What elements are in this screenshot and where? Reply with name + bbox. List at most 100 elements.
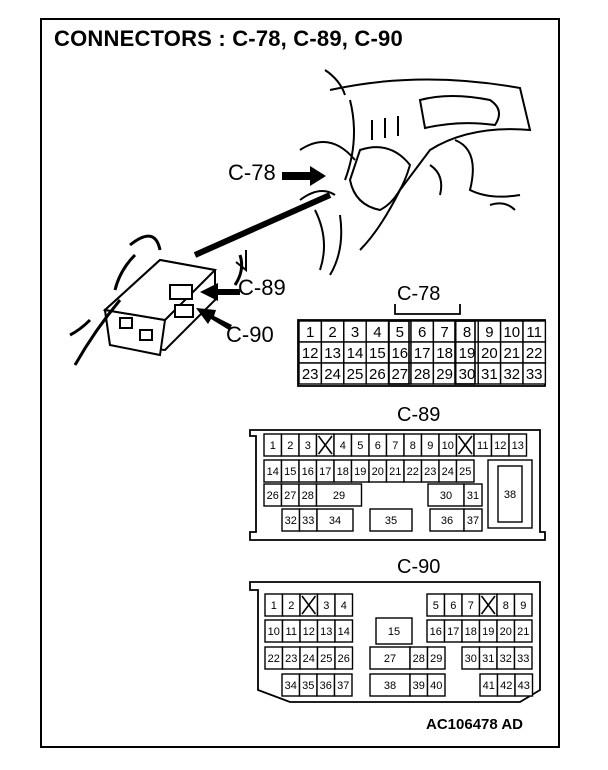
pin-cell	[315, 483, 363, 507]
pin-cell	[334, 646, 354, 670]
pin-number: 31	[482, 653, 494, 665]
pin-1: 1	[263, 433, 283, 457]
pin-number: 16	[430, 626, 442, 638]
pin-number: 10	[268, 626, 280, 638]
pin-34: 34	[316, 508, 354, 532]
pin-number: 4	[340, 440, 346, 452]
pin-23: 23	[420, 459, 440, 483]
callout-arrows	[196, 166, 326, 330]
pin-29: 29	[432, 362, 457, 385]
leader-line	[193, 192, 332, 258]
pin-14: 14	[334, 619, 354, 643]
pin-number: 13	[512, 440, 524, 452]
pin-2: 2	[320, 320, 345, 343]
pin-number: 12	[302, 345, 319, 362]
pin-15: 15	[375, 617, 413, 645]
pin-number: 1	[270, 440, 276, 452]
pin-33: 33	[522, 362, 547, 385]
pin-cell	[487, 459, 533, 529]
pin-number: 19	[482, 626, 494, 638]
pin-number: 2	[288, 600, 294, 612]
pin-number: 17	[319, 466, 331, 478]
pin-number: 21	[503, 345, 520, 362]
pin-number: 18	[465, 626, 477, 638]
pin-37: 37	[333, 673, 353, 697]
pin-10: 10	[264, 619, 284, 643]
pin-12: 12	[299, 619, 319, 643]
pin-number: 27	[284, 490, 296, 502]
pin-29: 29	[426, 646, 446, 670]
callout-c78: C-78	[228, 160, 276, 185]
pin-7: 7	[385, 433, 405, 457]
pin-number: 1	[306, 324, 314, 341]
pin-cell	[514, 673, 534, 697]
pin-22: 22	[522, 341, 547, 364]
pin-number: 19	[354, 466, 366, 478]
pin-28: 28	[298, 483, 318, 507]
pin-6: 6	[368, 433, 388, 457]
pin-30: 30	[427, 483, 465, 507]
callout-c90: C-90	[226, 322, 274, 347]
c89-label: C-89	[397, 404, 441, 426]
pin-21: 21	[513, 619, 533, 643]
pin-number: 30	[459, 366, 476, 383]
pin-25: 25	[455, 459, 475, 483]
pin-number: 8	[503, 600, 509, 612]
pin-number: 2	[287, 440, 293, 452]
pin-number: 9	[485, 324, 493, 341]
pin-4: 4	[333, 433, 353, 457]
pin-number: 9	[520, 600, 526, 612]
pin-28: 28	[410, 362, 435, 385]
pin-31: 31	[478, 646, 498, 670]
pin-18: 18	[461, 619, 481, 643]
pin-number: 32	[500, 653, 512, 665]
pin-24: 24	[299, 646, 319, 670]
pin-25: 25	[343, 362, 367, 385]
pin-cell	[513, 593, 533, 617]
pin-26: 26	[334, 646, 354, 670]
pin-2: 2	[281, 593, 301, 617]
pin-number: 3	[323, 600, 329, 612]
pin-number: 22	[268, 653, 280, 665]
pin-number: 12	[303, 626, 315, 638]
pin-24: 24	[320, 362, 345, 385]
pin-4: 4	[334, 593, 354, 617]
pin-number: 16	[391, 345, 408, 362]
pin-9: 9	[513, 593, 533, 617]
pin-number: 7	[392, 440, 398, 452]
pin-22: 22	[264, 646, 284, 670]
pin-6: 6	[443, 593, 463, 617]
pin-27: 27	[280, 483, 300, 507]
pin-cell	[375, 617, 413, 645]
pin-number: 7	[468, 600, 474, 612]
pin-36: 36	[429, 508, 465, 532]
pin-24: 24	[438, 459, 458, 483]
pin-18: 18	[333, 459, 353, 483]
pin-38: 38	[369, 673, 411, 697]
pin-32: 32	[499, 362, 524, 385]
callout-c89: C-89	[238, 275, 286, 300]
pin-number: 31	[467, 490, 479, 502]
pin-number: 39	[413, 680, 425, 692]
pin-20: 20	[477, 341, 502, 364]
pin-number: 13	[324, 345, 341, 362]
pin-9: 9	[477, 320, 502, 343]
pin-number: 34	[285, 680, 297, 692]
pin-number: 35	[385, 515, 397, 527]
pin-number: 26	[338, 653, 350, 665]
pin-8: 8	[496, 593, 516, 617]
pin-number: 11	[477, 440, 488, 452]
pin-21: 21	[499, 341, 524, 364]
pin-26: 26	[263, 483, 283, 507]
pin-number: 6	[450, 600, 456, 612]
pin-31: 31	[477, 362, 502, 385]
pin-number: 29	[436, 366, 453, 383]
pin-cell	[426, 673, 446, 697]
pin-9: 9	[420, 433, 440, 457]
pin-6: 6	[410, 320, 435, 343]
pin-number: 8	[463, 324, 471, 341]
pin-number: 3	[351, 324, 359, 341]
pin-number: 24	[324, 366, 341, 383]
